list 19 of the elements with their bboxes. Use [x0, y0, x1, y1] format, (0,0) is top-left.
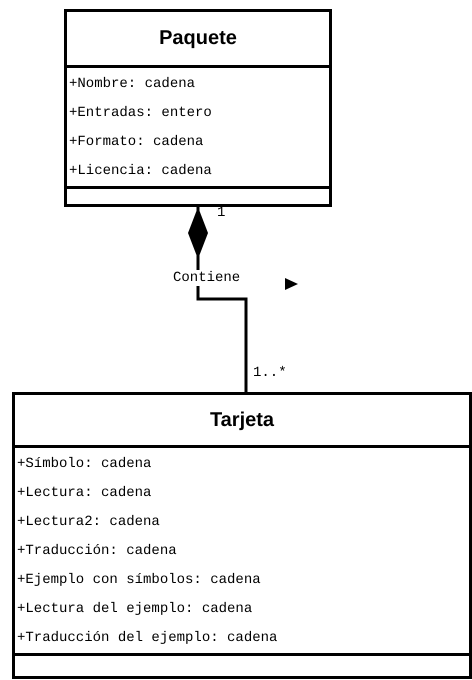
- composition-line: [188, 207, 248, 392]
- attribute-text: +Formato: cadena: [69, 133, 204, 152]
- attribute-text: +Ejemplo con símbolos: cadena: [17, 571, 261, 590]
- edge-label: Contiene: [172, 270, 242, 286]
- attribute-text: +Entradas: entero: [69, 104, 212, 123]
- attribute-text: +Lectura del ejemplo: cadena: [17, 600, 252, 619]
- attribute-text: +Licencia: cadena: [69, 162, 212, 181]
- class-box: [12, 392, 472, 679]
- multiplicity-label: 1..*: [253, 365, 287, 381]
- attribute-text: +Traducción del ejemplo: cadena: [17, 629, 278, 648]
- attribute-text: +Símbolo: cadena: [17, 455, 152, 474]
- attribute-text: +Nombre: cadena: [69, 75, 196, 94]
- multiplicity-label: 1: [217, 205, 226, 221]
- class-name: Tarjeta: [210, 408, 274, 432]
- class-box: [64, 9, 332, 207]
- class-name: Paquete: [159, 27, 237, 50]
- attribute-text: +Traducción: cadena: [17, 542, 177, 561]
- attribute-text: +Lectura2: cadena: [17, 513, 160, 532]
- attribute-text: +Lectura: cadena: [17, 484, 152, 503]
